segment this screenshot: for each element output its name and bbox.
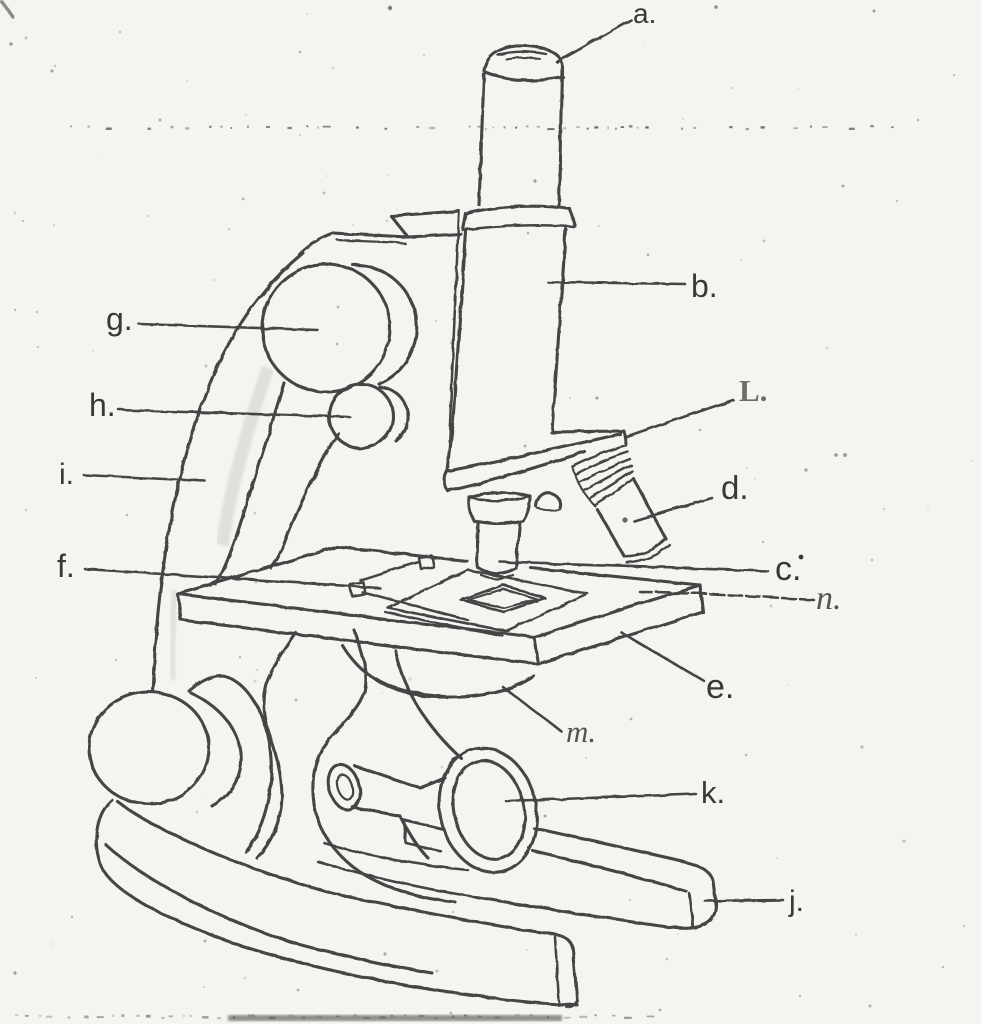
svg-text:g.: g. — [106, 301, 133, 337]
svg-text:h.: h. — [89, 387, 116, 423]
svg-text:b.: b. — [691, 268, 718, 304]
svg-text:f.: f. — [57, 548, 75, 584]
svg-text:n.: n. — [816, 580, 842, 617]
svg-text:k.: k. — [701, 775, 725, 810]
svg-text:i.: i. — [59, 458, 74, 491]
svg-text:c.: c. — [775, 550, 801, 588]
svg-text:a.: a. — [633, 0, 656, 29]
svg-text:L.: L. — [739, 373, 767, 408]
svg-text:e.: e. — [706, 668, 734, 706]
svg-text:m.: m. — [566, 714, 596, 749]
svg-text:d.: d. — [721, 469, 749, 506]
svg-text:j.: j. — [788, 885, 804, 918]
